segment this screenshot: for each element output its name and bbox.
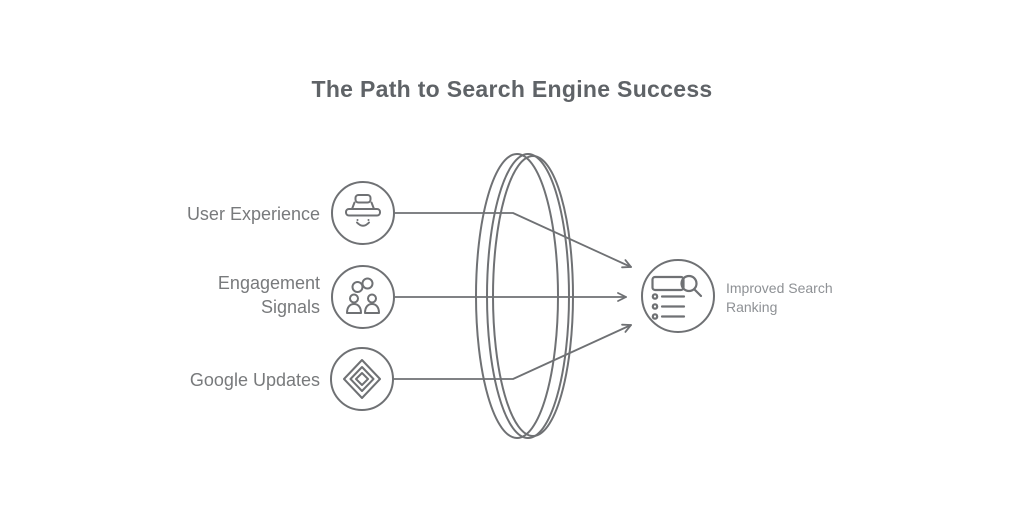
ray-user-experience <box>394 212 632 269</box>
engagement-signals-circle <box>331 265 395 329</box>
ray-google-updates <box>393 323 632 380</box>
output-label-improved-search-ranking: Improved Search Ranking <box>726 280 833 315</box>
lens-shape <box>475 153 574 439</box>
google-updates-circle <box>330 347 394 411</box>
page-title: The Path to Search Engine Success <box>311 76 713 102</box>
lens-back-ellipse <box>492 155 574 437</box>
lens-front-ellipse <box>475 153 559 439</box>
result-circle <box>641 259 715 333</box>
user-experience-node <box>331 181 395 245</box>
user-with-hat-icon <box>345 194 381 227</box>
linked-people-icon <box>346 277 380 314</box>
input-label-engagement-signals: Engagement Signals <box>217 273 320 317</box>
nested-diamonds-icon <box>343 359 381 399</box>
user-experience-circle <box>331 181 395 245</box>
lens-middle-ellipse <box>486 153 570 439</box>
input-label-user-experience: User Experience <box>186 204 320 224</box>
improved-search-ranking-node <box>641 259 715 333</box>
input-label-google-updates: Google Updates <box>189 370 320 390</box>
google-updates-node <box>330 347 394 411</box>
search-results-icon <box>651 274 703 320</box>
engagement-signals-node <box>331 265 395 329</box>
converging-rays <box>393 212 632 380</box>
